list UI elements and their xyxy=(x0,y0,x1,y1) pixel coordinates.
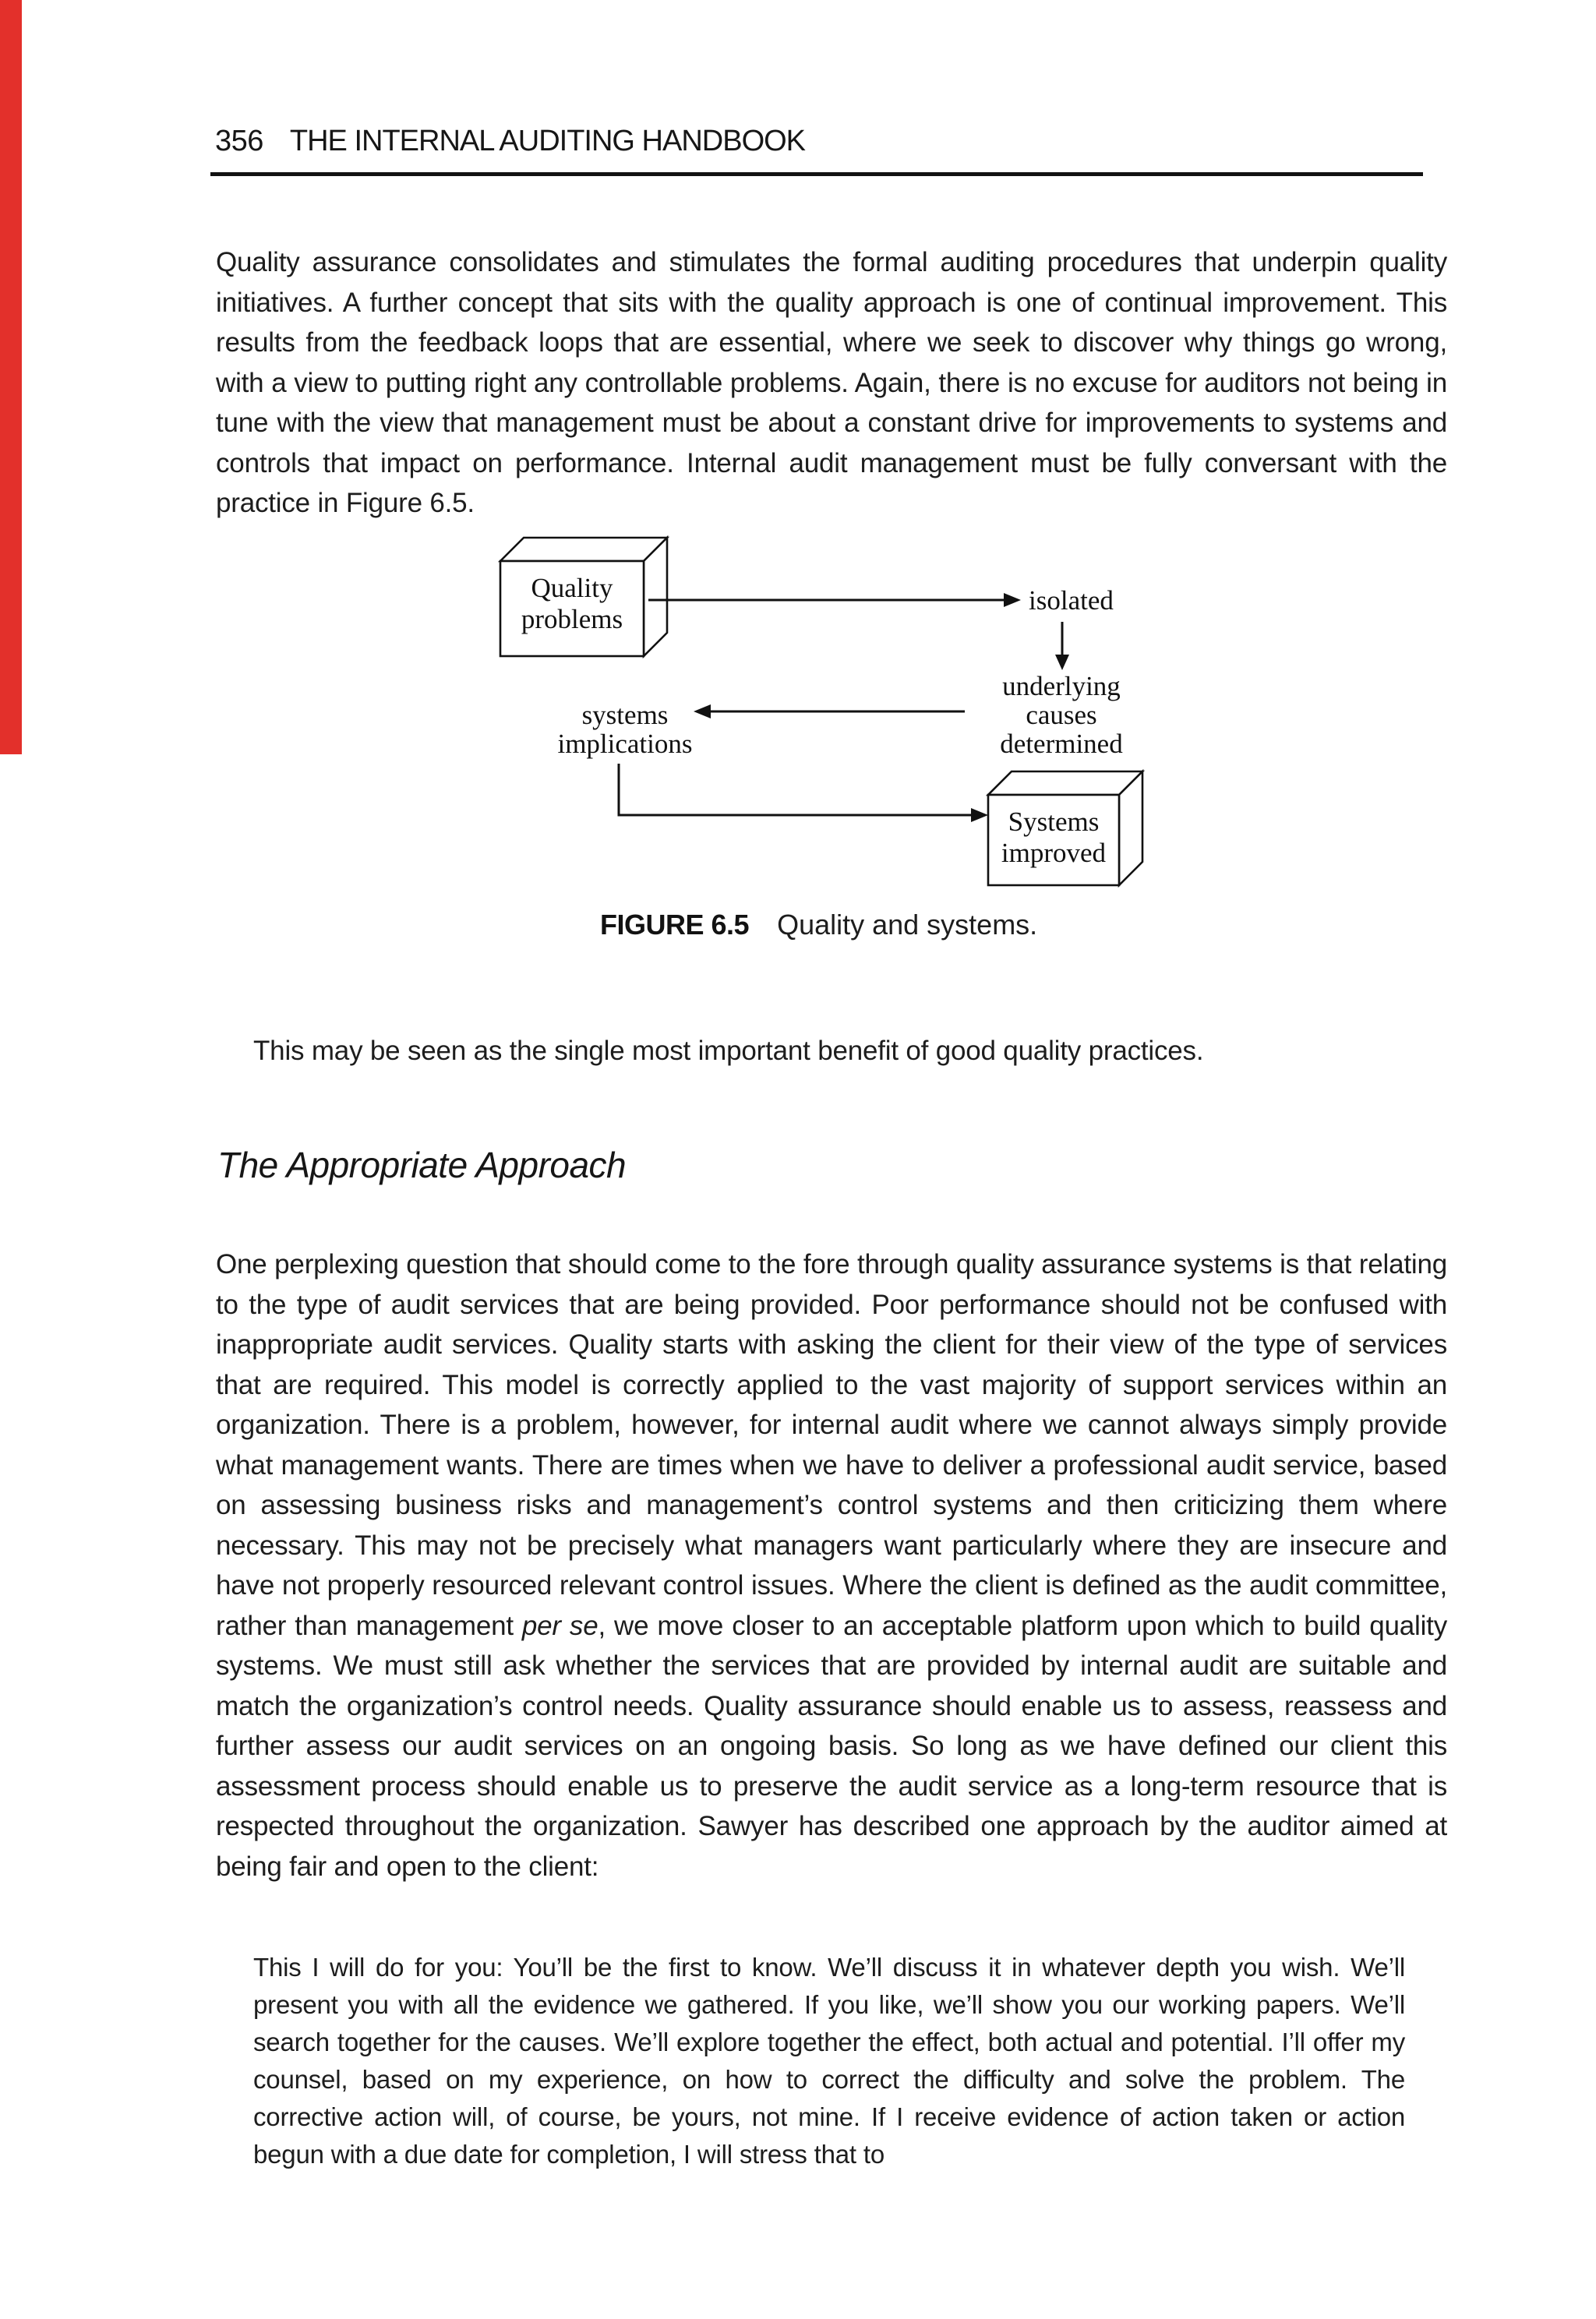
intro-paragraph: Quality assurance consolidates and stimu… xyxy=(216,247,1447,518)
svg-text:implications: implications xyxy=(557,729,692,759)
header-rule xyxy=(210,172,1423,176)
section-heading: The Appropriate Approach xyxy=(217,1145,627,1186)
arrow-problems-to-isolated xyxy=(648,593,1021,607)
approach-paragraph-tail: , we move closer to an acceptable platfo… xyxy=(216,1610,1448,1882)
per-se-emphasis: per se xyxy=(521,1610,598,1641)
systems-improved-label-line1: Systems xyxy=(1008,807,1100,837)
approach-paragraph-lead: One perplexing question that should come… xyxy=(216,1249,1447,1641)
svg-text:determined: determined xyxy=(1000,729,1123,759)
quality-problems-box: Quality problems xyxy=(497,535,670,659)
arrow-causes-to-implications xyxy=(694,704,965,718)
arrow-implications-to-improved xyxy=(617,764,988,822)
page-number: 356 xyxy=(215,125,263,157)
quality-problems-label-line1: Quality xyxy=(531,573,613,603)
svg-text:causes: causes xyxy=(1026,700,1096,730)
systems-improved-box: Systems improved xyxy=(985,768,1146,888)
scan-edge-stripe xyxy=(0,0,22,754)
quality-problems-label-line2: problems xyxy=(521,604,623,634)
svg-text:systems: systems xyxy=(582,700,669,730)
figure-caption-text: Quality and systems. xyxy=(777,909,1038,941)
figure-caption-label: FIGURE 6.5 xyxy=(600,909,750,941)
isolated-label: isolated xyxy=(1029,585,1114,616)
underlying-causes-label: underlying causes determined xyxy=(1000,671,1123,759)
svg-text:underlying: underlying xyxy=(1002,671,1121,701)
systems-implications-label: systems implications xyxy=(557,700,692,759)
figure-6-5-diagram: Quality problems isolated underlying cau… xyxy=(497,535,1146,888)
arrow-isolated-to-causes xyxy=(1055,622,1069,670)
running-head: 356 THE INTERNAL AUDITING HANDBOOK xyxy=(215,125,806,158)
book-title: THE INTERNAL AUDITING HANDBOOK xyxy=(289,125,806,157)
benefit-sentence: This may be seen as the single most impo… xyxy=(253,1036,1204,1066)
approach-paragraph: One perplexing question that should come… xyxy=(216,1244,1447,1887)
figure-caption: FIGURE 6.5 Quality and systems. xyxy=(600,909,1037,941)
sawyer-quote: This I will do for you: You’ll be the fi… xyxy=(253,1953,1405,2169)
systems-improved-label-line2: improved xyxy=(1001,838,1107,868)
